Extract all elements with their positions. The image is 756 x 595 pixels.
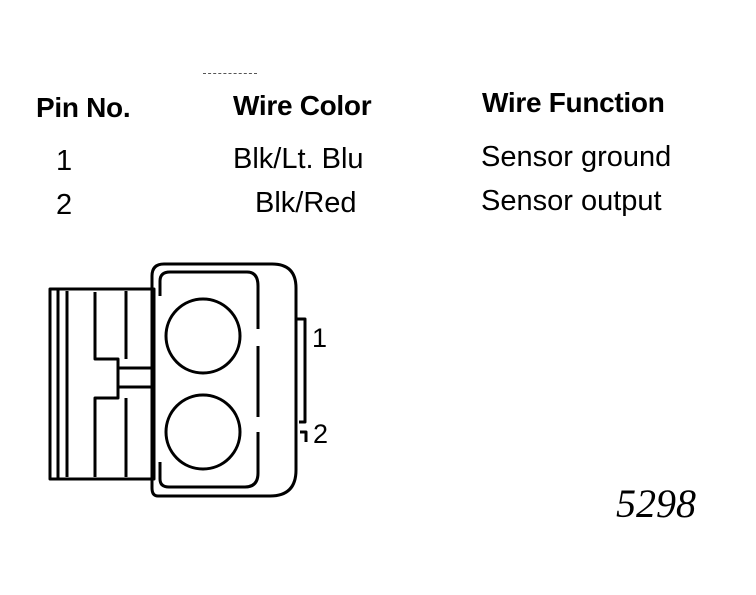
pin-1-cavity: [164, 297, 242, 375]
header-wire-function: Wire Function: [482, 87, 665, 118]
connector-rear-housing: [48, 287, 156, 481]
row-2-pin: 2: [56, 189, 73, 221]
row-2-wire-function: Sensor output: [481, 185, 662, 217]
pin-2-cavity: [164, 393, 242, 471]
figure-number: 5298: [616, 481, 696, 526]
connector-front-housing: [150, 262, 298, 498]
pin-2-label: 2: [313, 419, 328, 449]
row-1-wire-color: Blk/Lt. Blu: [233, 143, 364, 175]
header-wire-color: Wire Color: [233, 90, 372, 121]
row-1-wire-function: Sensor ground: [481, 141, 672, 173]
side-bracket: [297, 317, 308, 442]
connector-inner-outline: [158, 270, 260, 489]
header-pin-no: Pin No.: [36, 92, 131, 123]
row-1-pin: 1: [56, 145, 73, 177]
connector-upper-latch: [93, 292, 154, 370]
header-rule: [203, 73, 257, 74]
pin-1-label: 1: [312, 323, 327, 353]
row-2-wire-color: Blk/Red: [255, 187, 357, 219]
connector-lower-latch: [93, 385, 154, 477]
